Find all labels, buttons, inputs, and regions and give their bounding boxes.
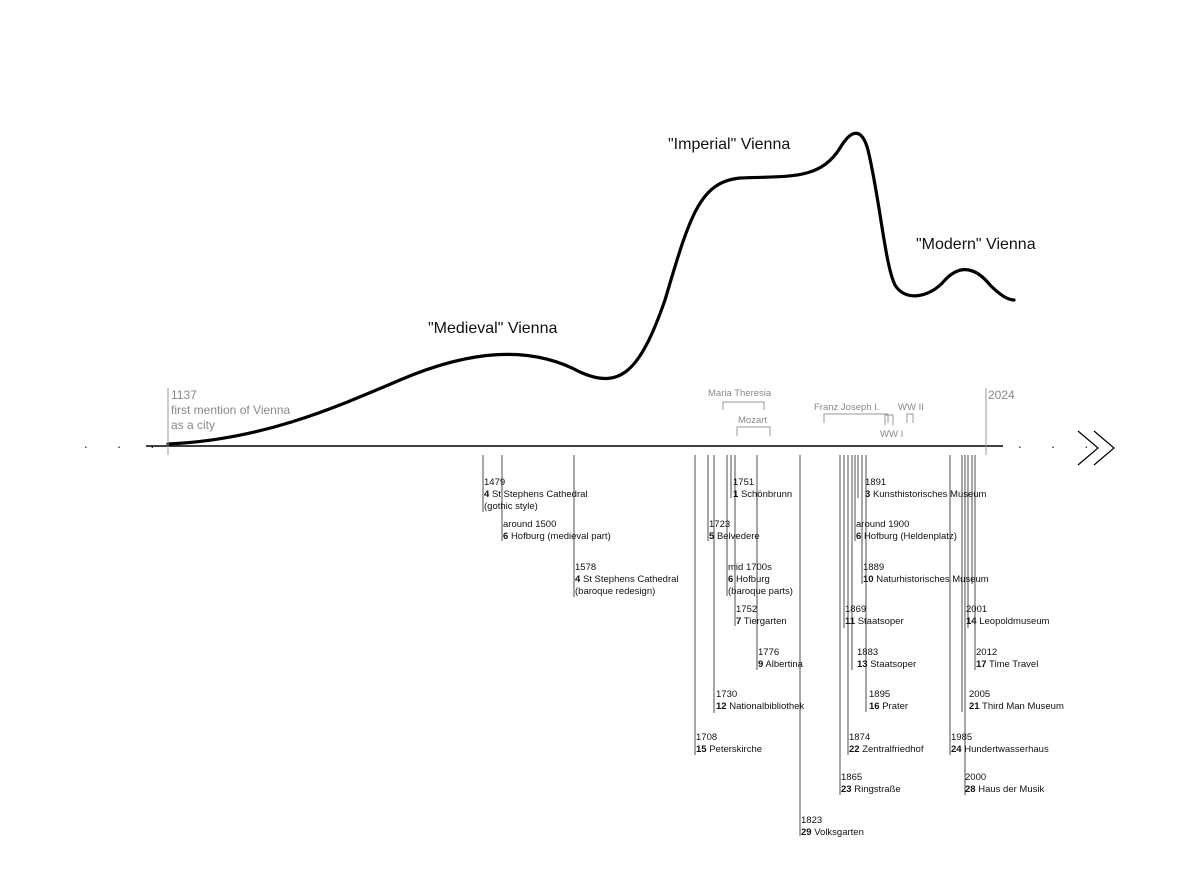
trailing-dots: . . . xyxy=(1018,436,1102,451)
period-bracket-ww1 xyxy=(884,414,894,425)
period-label-ww1: WW I xyxy=(880,429,904,440)
start-year: 1137 xyxy=(171,388,197,402)
period-label-mozart: Mozart xyxy=(738,415,768,426)
era-label-medieval: "Medieval" Vienna xyxy=(428,320,558,337)
end-year: 2024 xyxy=(988,388,1015,402)
leading-dots: . . . xyxy=(84,436,168,451)
era-label-modern: "Modern" Vienna xyxy=(916,236,1036,253)
era-label-imperial: "Imperial" Vienna xyxy=(668,136,791,153)
era-curve xyxy=(166,131,1016,446)
period-label-ww2: WW II xyxy=(898,402,924,413)
period-label-maria-theresia: Maria Theresia xyxy=(708,388,772,399)
period-bracket-ww2 xyxy=(906,413,914,423)
start-note-line2: as a city xyxy=(171,418,216,432)
start-note-line1: first mention of Vienna xyxy=(171,403,291,417)
chevron-right-icon xyxy=(1093,430,1115,466)
period-label-franz-joseph: Franz Joseph I. xyxy=(814,402,880,413)
chevron-right-icon xyxy=(1077,430,1099,466)
period-bracket-mozart xyxy=(736,426,771,436)
period-bracket-maria-theresia xyxy=(722,401,765,410)
period-bracket-franz-joseph xyxy=(823,413,889,423)
